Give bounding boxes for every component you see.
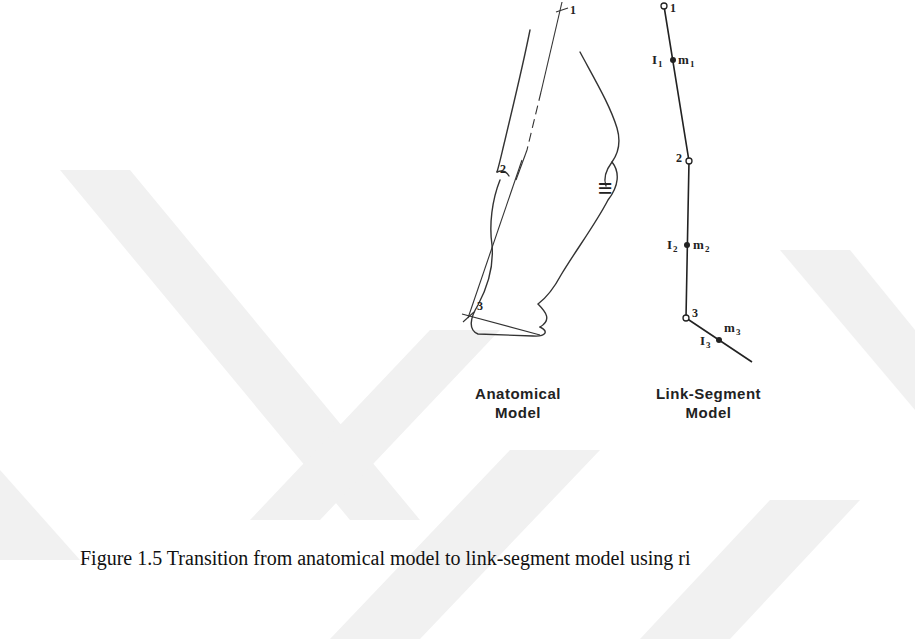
joint-number: 1 bbox=[570, 4, 576, 16]
inertia-symbol: I bbox=[700, 334, 705, 347]
subscript: 1 bbox=[658, 60, 663, 69]
subscript: 3 bbox=[736, 328, 741, 337]
joint-number: 1 bbox=[670, 2, 676, 14]
subscript: 2 bbox=[673, 245, 678, 254]
subscript: 2 bbox=[705, 245, 710, 254]
segment-axes bbox=[462, 2, 568, 335]
subscript: 3 bbox=[706, 341, 711, 350]
joint-number: 3 bbox=[477, 300, 483, 312]
mass-symbol: m bbox=[724, 321, 735, 334]
joint-number: 2 bbox=[500, 163, 506, 175]
watermark bbox=[0, 170, 915, 639]
inertia-symbol: I bbox=[652, 53, 657, 66]
figure-caption: Figure 1.5 Transition from anatomical mo… bbox=[80, 548, 691, 568]
joint-number: 2 bbox=[676, 152, 682, 164]
link-segment-model bbox=[661, 3, 752, 362]
joint-number: 3 bbox=[692, 307, 698, 319]
figure-label: Anatomical Model bbox=[468, 385, 568, 423]
inertia-symbol: I bbox=[667, 238, 672, 251]
figure-label: Link-Segment Model bbox=[646, 385, 771, 423]
mass-symbol: m bbox=[693, 238, 704, 251]
equivalence-sign: ≡ bbox=[598, 176, 613, 202]
mass-symbol: m bbox=[678, 53, 689, 66]
subscript: 1 bbox=[690, 60, 695, 69]
